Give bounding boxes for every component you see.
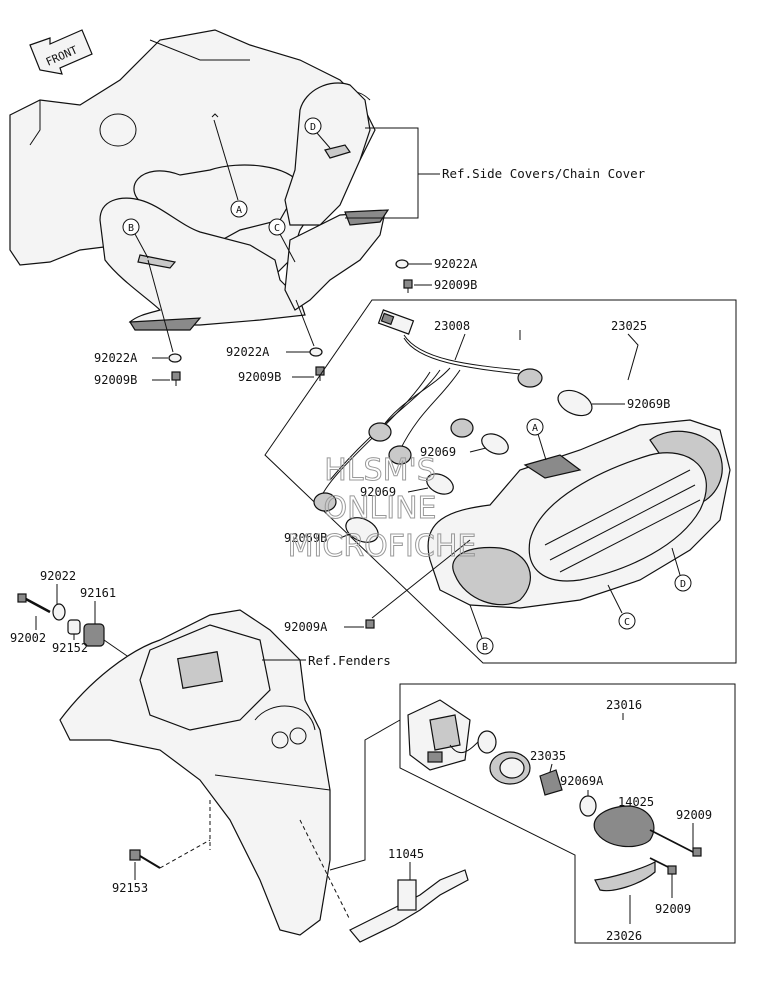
cover-23026: 23026 bbox=[594, 861, 656, 943]
washer-92022a-right: 92022A bbox=[395, 257, 478, 271]
svg-text:Ref.Fenders: Ref.Fenders bbox=[308, 653, 391, 668]
side-cover-b bbox=[99, 197, 306, 331]
bolt-92009b-right: 92009B bbox=[403, 278, 477, 293]
callout-a-lower: A bbox=[526, 418, 547, 461]
svg-text:92161: 92161 bbox=[80, 586, 116, 600]
bolt-92002: 92002 bbox=[10, 593, 51, 645]
screw-92009-upper: 92009 bbox=[649, 808, 712, 857]
callout-c-upper: C bbox=[268, 218, 296, 263]
taillight-housing bbox=[427, 419, 731, 609]
svg-text:23026: 23026 bbox=[606, 929, 642, 943]
bulb-92069a: 92069A bbox=[560, 774, 604, 817]
front-arrow: FRONT bbox=[29, 29, 93, 75]
svg-text:23025: 23025 bbox=[611, 319, 647, 333]
light-base bbox=[407, 699, 497, 771]
svg-text:92002: 92002 bbox=[10, 631, 46, 645]
washer-92022a-left: 92022A bbox=[94, 259, 182, 365]
bulb-92069-upper: 92069 bbox=[420, 433, 509, 459]
svg-text:92069A: 92069A bbox=[560, 774, 604, 788]
svg-text:A: A bbox=[236, 205, 242, 216]
rear-fender: Ref.Fenders bbox=[59, 609, 391, 936]
svg-text:92009: 92009 bbox=[655, 902, 691, 916]
svg-text:D: D bbox=[680, 579, 686, 590]
washer-92022a-middle: 92022A bbox=[226, 299, 323, 359]
svg-text:B: B bbox=[482, 642, 488, 653]
svg-text:92069: 92069 bbox=[420, 445, 456, 459]
license-light-box: 23016 bbox=[329, 683, 736, 944]
svg-text:92009A: 92009A bbox=[284, 620, 328, 634]
svg-text:C: C bbox=[624, 617, 630, 628]
ref-side-covers: Ref.Side Covers/Chain Cover bbox=[345, 127, 646, 219]
grommet-92161: 92161 bbox=[80, 586, 221, 721]
svg-text:92069: 92069 bbox=[360, 485, 396, 499]
clip-part bbox=[539, 763, 563, 796]
callout-c-lower: C bbox=[607, 584, 636, 630]
bolt-92153: 92153 bbox=[112, 839, 211, 895]
svg-text:11045: 11045 bbox=[388, 847, 424, 861]
bulb-92069-lower: 92069 bbox=[360, 473, 454, 499]
lens-14025: 14025 bbox=[593, 795, 655, 848]
washer-92022: 92022 bbox=[40, 569, 76, 621]
svg-text:92022A: 92022A bbox=[226, 345, 270, 359]
collar-92152: 92152 bbox=[52, 619, 88, 655]
side-cover-cd bbox=[284, 82, 390, 311]
bulb-92069b-lower: 92069B bbox=[284, 517, 379, 545]
svg-text:92069B: 92069B bbox=[284, 531, 327, 545]
screw-92009-lower: 92009 bbox=[649, 857, 691, 916]
svg-text:92022A: 92022A bbox=[94, 351, 138, 365]
watermark: HLSM'S ONLINE MICROFICHE bbox=[287, 453, 477, 565]
svg-text:Ref.Side Covers/Chain Cover: Ref.Side Covers/Chain Cover bbox=[442, 166, 646, 181]
svg-text:23035: 23035 bbox=[530, 749, 566, 763]
callout-b-lower: B bbox=[469, 604, 494, 655]
wiring-harness-23008 bbox=[313, 309, 543, 512]
svg-text:92009B: 92009B bbox=[94, 373, 137, 387]
svg-text:92022A: 92022A bbox=[434, 257, 478, 271]
callout-d-upper: D bbox=[304, 117, 331, 149]
svg-text:B: B bbox=[128, 223, 134, 234]
svg-text:23016: 23016 bbox=[606, 698, 642, 712]
taillight-assembly-box: 23008 23025 bbox=[264, 299, 737, 664]
svg-text:92022: 92022 bbox=[40, 569, 76, 583]
svg-text:23008: 23008 bbox=[434, 319, 470, 333]
callout-d-lower: D bbox=[671, 547, 692, 592]
svg-text:MICROFICHE: MICROFICHE bbox=[288, 529, 477, 564]
svg-text:C: C bbox=[274, 223, 280, 234]
callout-a-upper: A bbox=[213, 119, 248, 218]
bolt-92009b-left: 92009B bbox=[94, 371, 181, 387]
bulb-92069b-upper: 92069B bbox=[557, 389, 670, 417]
svg-text:92153: 92153 bbox=[112, 881, 148, 895]
svg-text:92152: 92152 bbox=[52, 641, 88, 655]
svg-text:92069B: 92069B bbox=[627, 397, 670, 411]
lens-holder-23035: 23035 bbox=[489, 749, 566, 785]
svg-text:92009B: 92009B bbox=[434, 278, 477, 292]
svg-text:92009: 92009 bbox=[676, 808, 712, 822]
svg-text:92009B: 92009B bbox=[238, 370, 281, 384]
bolt-92009b-middle: 92009B bbox=[238, 366, 325, 384]
screw-92009a: 92009A bbox=[284, 539, 471, 634]
svg-text:ONLINE: ONLINE bbox=[323, 491, 436, 526]
license-bracket-11045: 11045 bbox=[299, 819, 469, 943]
svg-text:HLSM'S: HLSM'S bbox=[324, 453, 436, 488]
svg-text:A: A bbox=[532, 423, 538, 434]
callout-b-upper: B bbox=[122, 218, 149, 259]
svg-text:D: D bbox=[310, 122, 316, 133]
